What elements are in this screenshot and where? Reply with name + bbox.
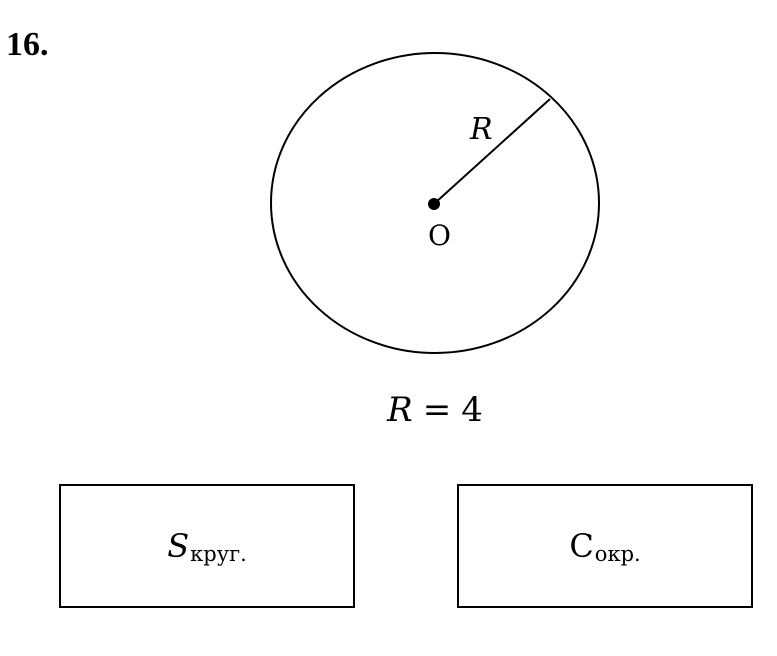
radius-label: R xyxy=(469,112,493,147)
circumference-subscript: окр. xyxy=(594,542,641,566)
given-value: 4 xyxy=(461,390,483,430)
given-equation: R=4 xyxy=(0,390,777,430)
given-equals-sign: = xyxy=(422,390,452,430)
problem-number: 16. xyxy=(6,26,49,63)
circumference-symbol: C xyxy=(569,527,594,565)
center-point xyxy=(428,198,440,210)
radius-segment xyxy=(434,98,551,204)
area-symbol: S xyxy=(167,527,190,565)
circle-figure: R O xyxy=(270,52,600,354)
circle-outline xyxy=(270,52,600,354)
given-variable: R xyxy=(387,390,413,430)
center-label: O xyxy=(428,219,451,252)
area-subscript: круг. xyxy=(190,542,247,566)
